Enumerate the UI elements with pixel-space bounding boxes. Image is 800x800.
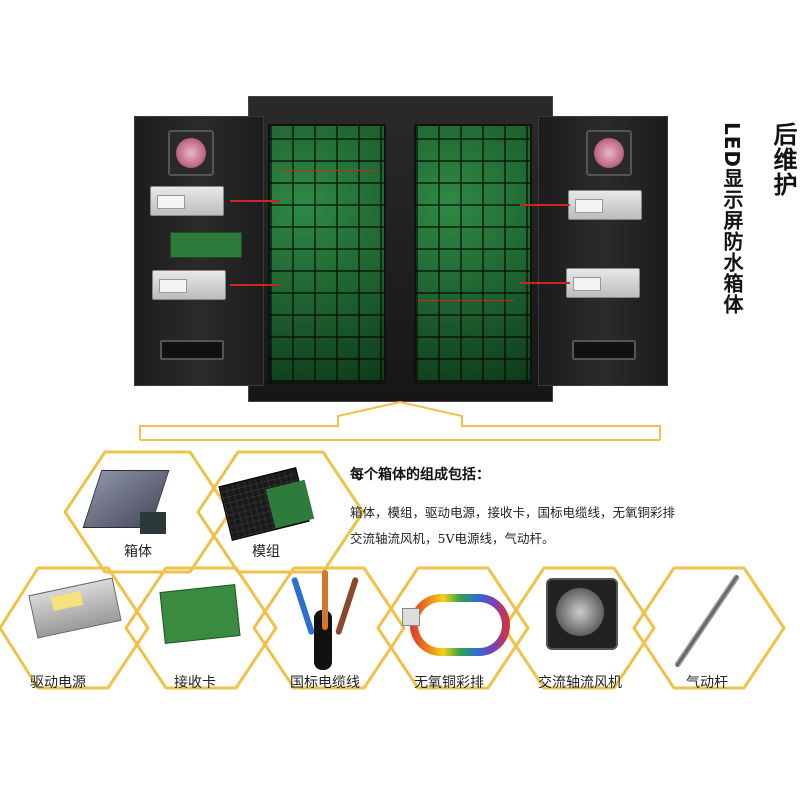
hex-ribbon <box>376 566 530 690</box>
cable-line <box>418 300 514 301</box>
composition-heading: 每个箱体的组成包括： <box>350 467 490 483</box>
led-module-panel-right <box>414 124 532 384</box>
fan-icon <box>168 130 214 176</box>
label-cable: 国标电缆线 <box>290 675 360 691</box>
fan-icon <box>586 130 632 176</box>
receiver-card-icon <box>159 584 241 644</box>
hex-gas-strut <box>632 566 786 690</box>
power-supply-icon <box>568 190 642 220</box>
receiver-card-icon <box>170 232 242 258</box>
hex-fan <box>502 566 656 690</box>
label-receiver-card: 接收卡 <box>174 675 216 691</box>
cable-line <box>520 282 570 284</box>
cable-line <box>230 200 280 202</box>
hex-cabinet <box>63 450 232 574</box>
power-supply-icon <box>150 186 224 216</box>
label-gas-strut: 气动杆 <box>686 675 728 691</box>
hex-cable <box>252 566 406 690</box>
cable-line <box>230 284 280 286</box>
label-power-supply: 驱动电源 <box>30 675 86 691</box>
hex-power-supply <box>0 566 150 690</box>
cable-line <box>282 170 378 171</box>
fan-blade-icon <box>556 588 604 636</box>
led-module-panel-left <box>268 124 386 384</box>
label-cabinet: 箱体 <box>120 541 156 561</box>
power-supply-icon <box>152 270 226 300</box>
ribbon-connector-icon <box>402 608 420 626</box>
cable-strand-orange-icon <box>322 570 328 630</box>
label-ribbon-cable: 无氧铜彩排 <box>414 675 484 691</box>
door-handle-icon <box>160 340 224 360</box>
page-subtitle: LED显示屏防水箱体 <box>720 122 744 316</box>
power-supply-icon <box>566 268 640 298</box>
composition-line-2: 交流轴流风机，5V电源线，气动杆。 <box>350 531 555 546</box>
hex-receiver-card <box>124 566 278 690</box>
door-handle-icon <box>572 340 636 360</box>
label-fan: 交流轴流风机 <box>538 675 622 691</box>
label-module: 模组 <box>248 541 284 561</box>
cable-line <box>520 204 570 206</box>
cabinet-stand-icon <box>140 512 166 534</box>
page-title: 后维护 <box>769 122 797 197</box>
composition-line-1: 箱体，模组，驱动电源，接收卡，国标电缆线，无氧铜彩排 <box>350 505 676 520</box>
ribbon-cable-icon <box>410 594 510 656</box>
